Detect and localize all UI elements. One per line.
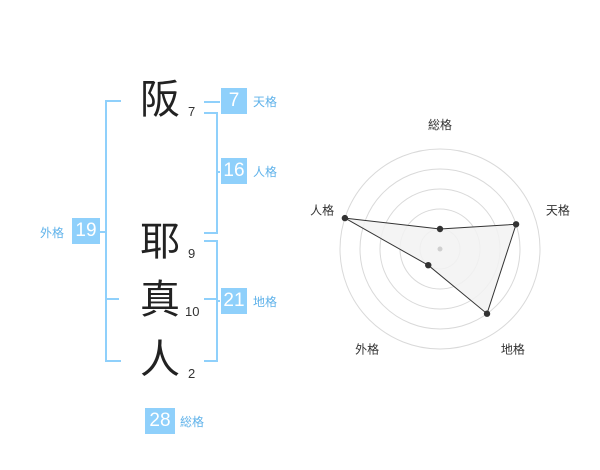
radar-ring-4 [359,168,521,330]
radar-point-3 [483,310,491,317]
name-char-3: 真 [140,277,180,323]
jinkaku-label: 人格 [253,165,278,179]
name-char-4: 人 [140,337,180,383]
radar-axis-label-4: 外格 [355,341,379,356]
name-char-1: 阪 [140,77,180,123]
name-char-2: 耶 [140,219,180,265]
radar-point-4 [425,261,432,269]
radar-axis-label-2: 天格 [546,203,570,218]
radar-axis-label-1: 総格 [428,117,452,132]
radar-axis-label-3: 地格 [501,341,525,356]
radar-point-5 [341,214,349,222]
gaikaku-bracket [105,100,121,362]
jinkaku-bracket [204,112,218,234]
radar-axis-label-5: 人格 [310,203,334,218]
stroke-count-1: 7 [188,104,196,119]
gaikaku-label: 外格 [40,226,65,240]
gaikaku-bracket-stem [97,231,105,233]
chikaku-bracket-stem [216,300,220,302]
chikaku-label: 地格 [253,295,278,309]
radar-ring-5 [339,148,541,350]
gaikaku-value: 19 [72,218,100,244]
radar-point-1 [436,225,444,233]
radar-center-dot [437,246,443,252]
stroke-count-3: 10 [185,304,200,319]
radar-point-2 [512,221,520,228]
tenkaku-value: 7 [221,88,247,114]
chikaku-bracket-tick [204,298,216,300]
jinkaku-value: 16 [221,158,247,184]
tenkaku-bracket-tick [204,101,220,103]
gaikaku-bracket-tick [105,298,119,300]
jinkaku-bracket-stem [216,171,220,173]
soukaku-value: 28 [145,408,175,434]
stroke-count-2: 9 [188,246,196,261]
chikaku-value: 21 [221,288,247,314]
soukaku-label: 総格 [180,415,205,429]
tenkaku-label: 天格 [253,95,278,109]
stroke-count-4: 2 [188,366,196,381]
